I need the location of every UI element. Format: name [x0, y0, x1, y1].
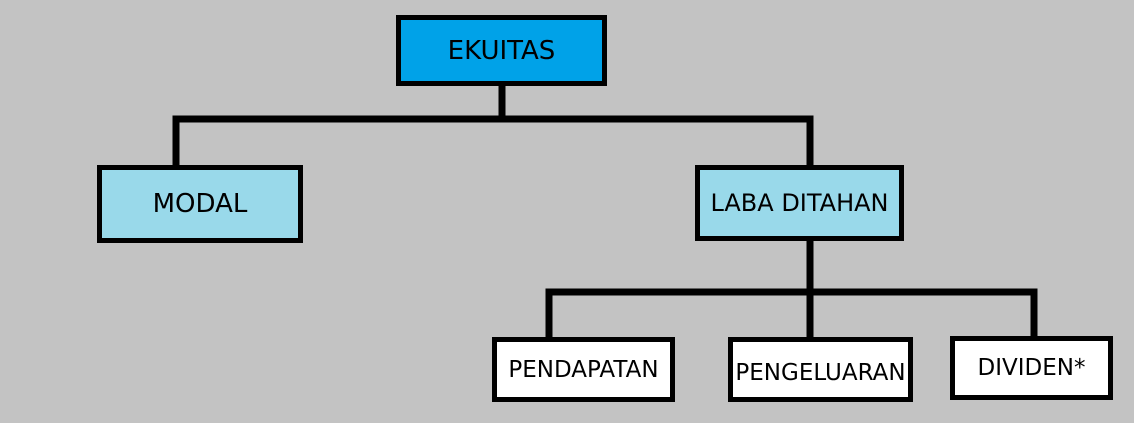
node-pendapatan-label: PENDAPATAN [508, 356, 659, 383]
node-ekuitas-label: EKUITAS [447, 35, 556, 66]
node-modal-label: MODAL [152, 189, 248, 219]
node-laba-ditahan-label: LABA DITAHAN [710, 189, 889, 217]
node-modal: MODAL [97, 165, 303, 243]
node-dividen-label: DIVIDEN* [977, 355, 1086, 381]
node-pengeluaran-label: PENGELUARAN [735, 359, 906, 386]
node-ekuitas: EKUITAS [396, 15, 607, 86]
node-pengeluaran: PENGELUARAN [728, 337, 913, 402]
node-dividen: DIVIDEN* [950, 336, 1113, 400]
node-pendapatan: PENDAPATAN [492, 337, 675, 402]
node-laba-ditahan: LABA DITAHAN [695, 165, 904, 241]
